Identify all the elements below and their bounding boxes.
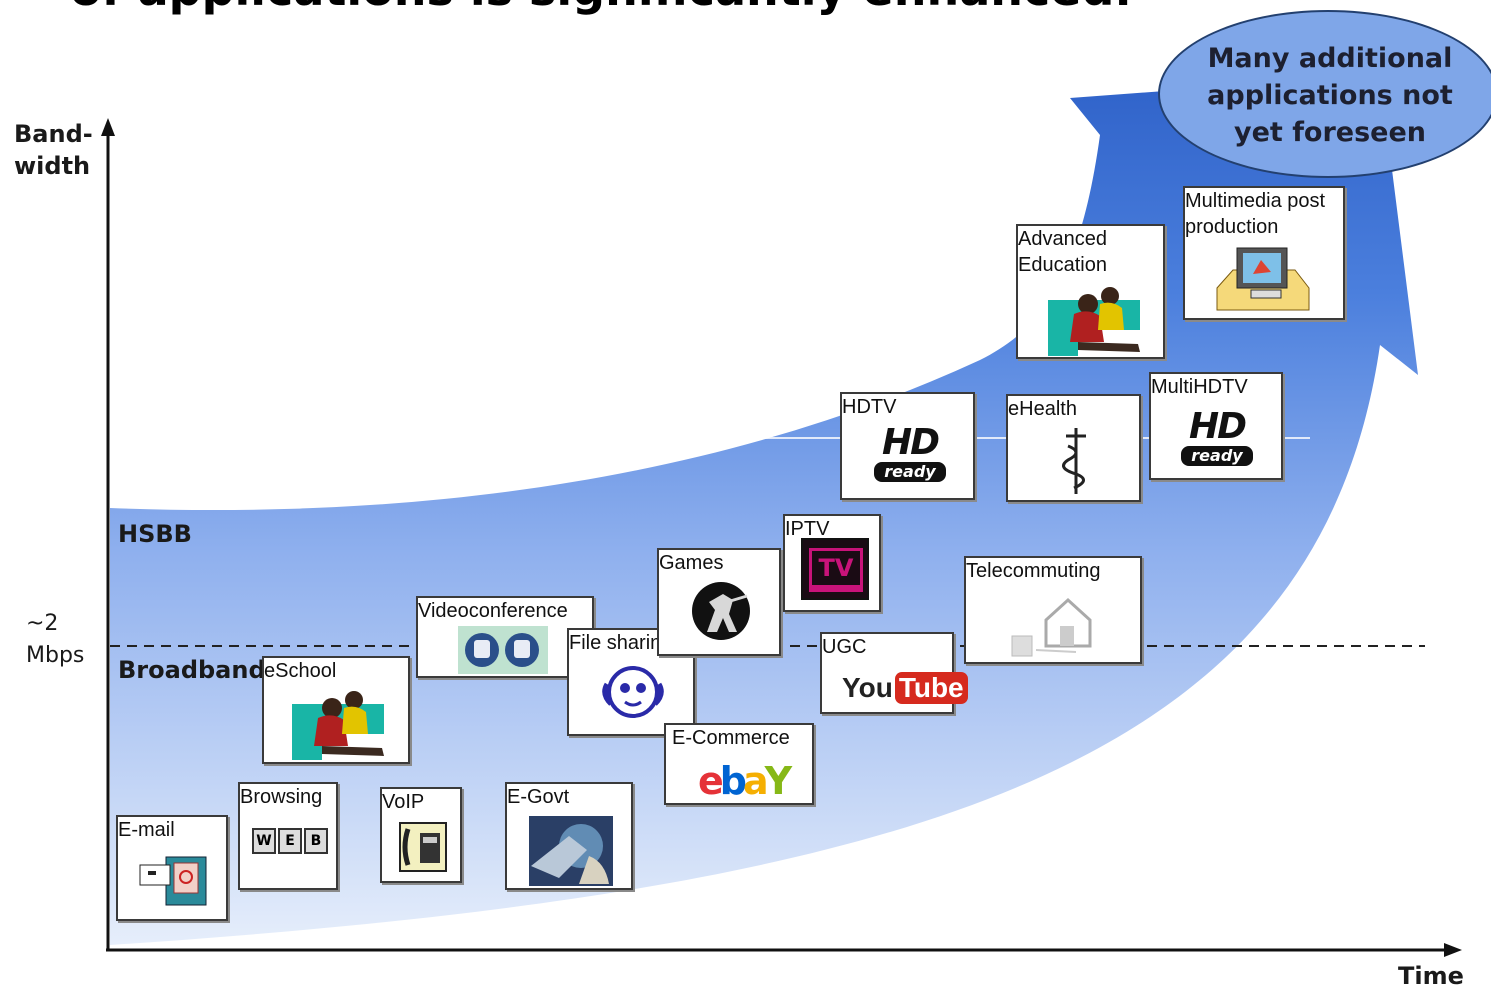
app-label-games: Games <box>659 552 724 574</box>
hd-ready-logo: HD ready <box>1181 408 1253 466</box>
threshold-label-line1: ~2 <box>26 611 59 636</box>
app-box-ecommerce: E-Commerce ebaY <box>664 723 814 805</box>
app-label-multihdtv: MultiHDTV <box>1151 376 1248 398</box>
y-axis-label-line1: Band- <box>14 120 93 148</box>
advanced-education-line2: Education <box>1018 254 1107 276</box>
hd-word: HD <box>881 422 940 463</box>
computer-icon <box>1216 247 1310 311</box>
app-box-telecommuting: Telecommuting <box>964 556 1142 664</box>
youtube-tube: Tube <box>894 672 968 704</box>
app-box-hdtv: HDTV HD ready <box>840 392 975 500</box>
app-label-ecommerce: E-Commerce <box>672 727 790 749</box>
app-label-email: E-mail <box>118 819 175 841</box>
ebay-a: a <box>742 759 769 803</box>
app-label-iptv: IPTV <box>785 518 830 540</box>
y-axis-arrowhead <box>101 118 115 136</box>
future-apps-line3: yet foreseen <box>1233 117 1427 148</box>
ebay-logo: ebaY <box>698 759 792 803</box>
app-box-advanced-education: Advanced Education <box>1016 224 1165 359</box>
web-key-e: E <box>278 828 302 854</box>
app-box-ehealth: eHealth <box>1006 394 1141 502</box>
app-label-advanced-education: Advanced Education <box>1018 226 1107 278</box>
future-apps-text: Many additional applications not yet for… <box>1168 40 1491 151</box>
ready-word: ready <box>1181 446 1253 466</box>
future-apps-line2: applications not <box>1207 80 1453 111</box>
y-axis-label: Band- width <box>14 118 93 182</box>
app-box-ugc: UGC You Tube <box>820 632 968 714</box>
page-title: of applications is significantly enhance… <box>70 0 1132 16</box>
hd-word: HD <box>1188 406 1247 447</box>
advanced-education-line1: Advanced <box>1018 228 1107 250</box>
app-box-browsing: Browsing W E B <box>238 782 338 890</box>
globe-hand-icon <box>529 816 613 886</box>
zone-broadband-label: Broadband <box>118 656 266 684</box>
tv-word: TV <box>809 548 863 588</box>
x-axis-label: Time <box>1398 962 1464 990</box>
future-apps-line1: Many additional <box>1207 43 1453 74</box>
app-label-ehealth: eHealth <box>1008 398 1077 420</box>
ebay-b: b <box>719 759 747 803</box>
app-label-videoconference: Videoconference <box>418 600 568 622</box>
zone-hsbb-label: HSBB <box>118 520 192 548</box>
app-box-eschool: eSchool <box>262 656 410 764</box>
napster-icon <box>602 666 664 718</box>
app-box-multimedia-post-production: Multimedia post production <box>1183 186 1345 320</box>
multimedia-line2: production <box>1185 216 1279 238</box>
youtube-logo: You Tube <box>842 672 968 704</box>
web-key-w: W <box>252 828 276 854</box>
hd-ready-logo: HD ready <box>874 424 946 482</box>
app-box-voip: VoIP <box>380 787 462 883</box>
web-keys-icon: W E B <box>252 828 328 854</box>
ebay-y: Y <box>764 759 792 803</box>
app-box-iptv: IPTV TV <box>783 514 881 612</box>
y-axis-label-line2: width <box>14 152 91 180</box>
app-box-games: Games <box>657 548 781 656</box>
app-box-egovt: E-Govt <box>505 782 633 890</box>
ready-word: ready <box>874 462 946 482</box>
multimedia-line1: Multimedia post <box>1185 190 1326 212</box>
students-icon <box>1048 287 1140 356</box>
video-call-icon <box>458 626 548 674</box>
gamer-icon <box>692 582 750 640</box>
web-key-b: B <box>304 828 328 854</box>
app-label-eschool: eSchool <box>264 660 337 682</box>
ebay-e: e <box>698 759 724 803</box>
app-label-telecommuting: Telecommuting <box>966 560 1101 582</box>
app-label-egovt: E-Govt <box>507 786 570 808</box>
app-label-browsing: Browsing <box>240 786 323 808</box>
app-label-voip: VoIP <box>382 791 425 813</box>
threshold-label: ~2 Mbps <box>26 608 84 672</box>
tv-icon: TV <box>801 538 869 600</box>
x-axis-arrowhead <box>1444 943 1462 957</box>
envelope-icon <box>139 856 207 906</box>
app-box-multihdtv: MultiHDTV HD ready <box>1149 372 1283 480</box>
students-icon <box>292 691 384 760</box>
house-icon <box>1011 597 1092 657</box>
app-label-hdtv: HDTV <box>842 396 897 418</box>
youtube-you: You <box>842 672 893 703</box>
app-box-email: E-mail <box>116 815 228 921</box>
app-label-file-sharing: File sharing <box>569 632 673 654</box>
phone-icon <box>399 822 447 872</box>
app-box-videoconference: Videoconference <box>416 596 594 678</box>
caduceus-icon <box>1062 428 1086 494</box>
app-label-ugc: UGC <box>822 636 867 658</box>
threshold-label-line2: Mbps <box>26 643 85 668</box>
app-label-multimedia: Multimedia post production <box>1185 188 1325 240</box>
future-apps-bubble <box>1158 10 1491 178</box>
